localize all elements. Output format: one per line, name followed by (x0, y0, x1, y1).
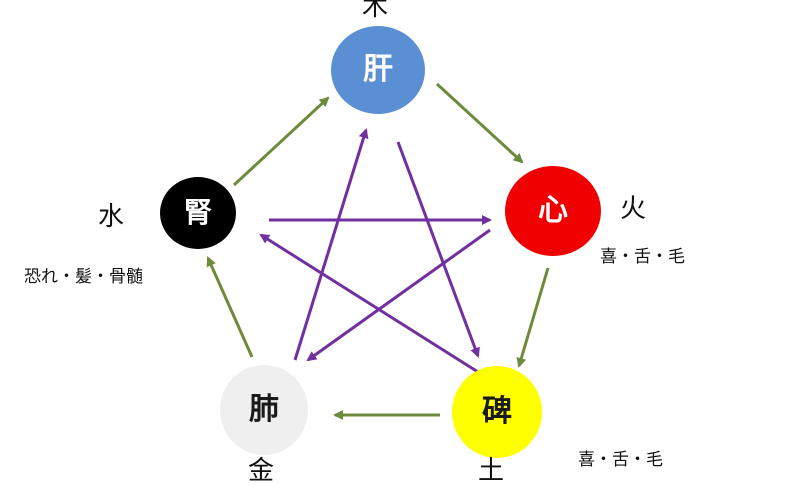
lung-label: 肺 (249, 392, 279, 427)
generating-cycle (206, 82, 550, 420)
arrow-lung-to-liver (293, 128, 369, 361)
element-earth-label: 土 (478, 456, 505, 486)
liver-node: 肝 (331, 26, 425, 114)
element-water-label: 水 (98, 202, 125, 232)
heart-node: 心 (505, 166, 601, 256)
liver-label: 肝 (363, 52, 393, 87)
controlling-cycle (259, 128, 492, 374)
spleen-label: 碑 (482, 394, 512, 429)
spleen-node: 碑 (452, 366, 542, 458)
arrow-liver-to-heart (435, 82, 524, 164)
arrow-liver-to-spleen (396, 141, 480, 358)
heart-association: 喜・舌・毛 (600, 247, 685, 267)
element-fire-label: 火 (620, 194, 647, 224)
arrow-lung-to-kidney (206, 256, 254, 358)
lung-node: 肺 (220, 365, 308, 455)
element-metal-label: 金 (248, 456, 275, 486)
kidney-label: 腎 (183, 196, 212, 229)
arrow-kidney-to-liver (232, 96, 330, 187)
element-wood-label: 木 (362, 0, 389, 22)
spleen-association: 喜・舌・毛 (578, 450, 663, 470)
kidney-node: 腎 (160, 177, 236, 249)
arrow-heart-to-spleen (516, 267, 550, 368)
arrow-heart-to-lung (306, 228, 491, 362)
heart-label: 心 (538, 193, 568, 228)
arrow-spleen-to-kidney (259, 233, 479, 374)
kidney-association: 恐れ・髪・骨髄 (24, 267, 143, 287)
